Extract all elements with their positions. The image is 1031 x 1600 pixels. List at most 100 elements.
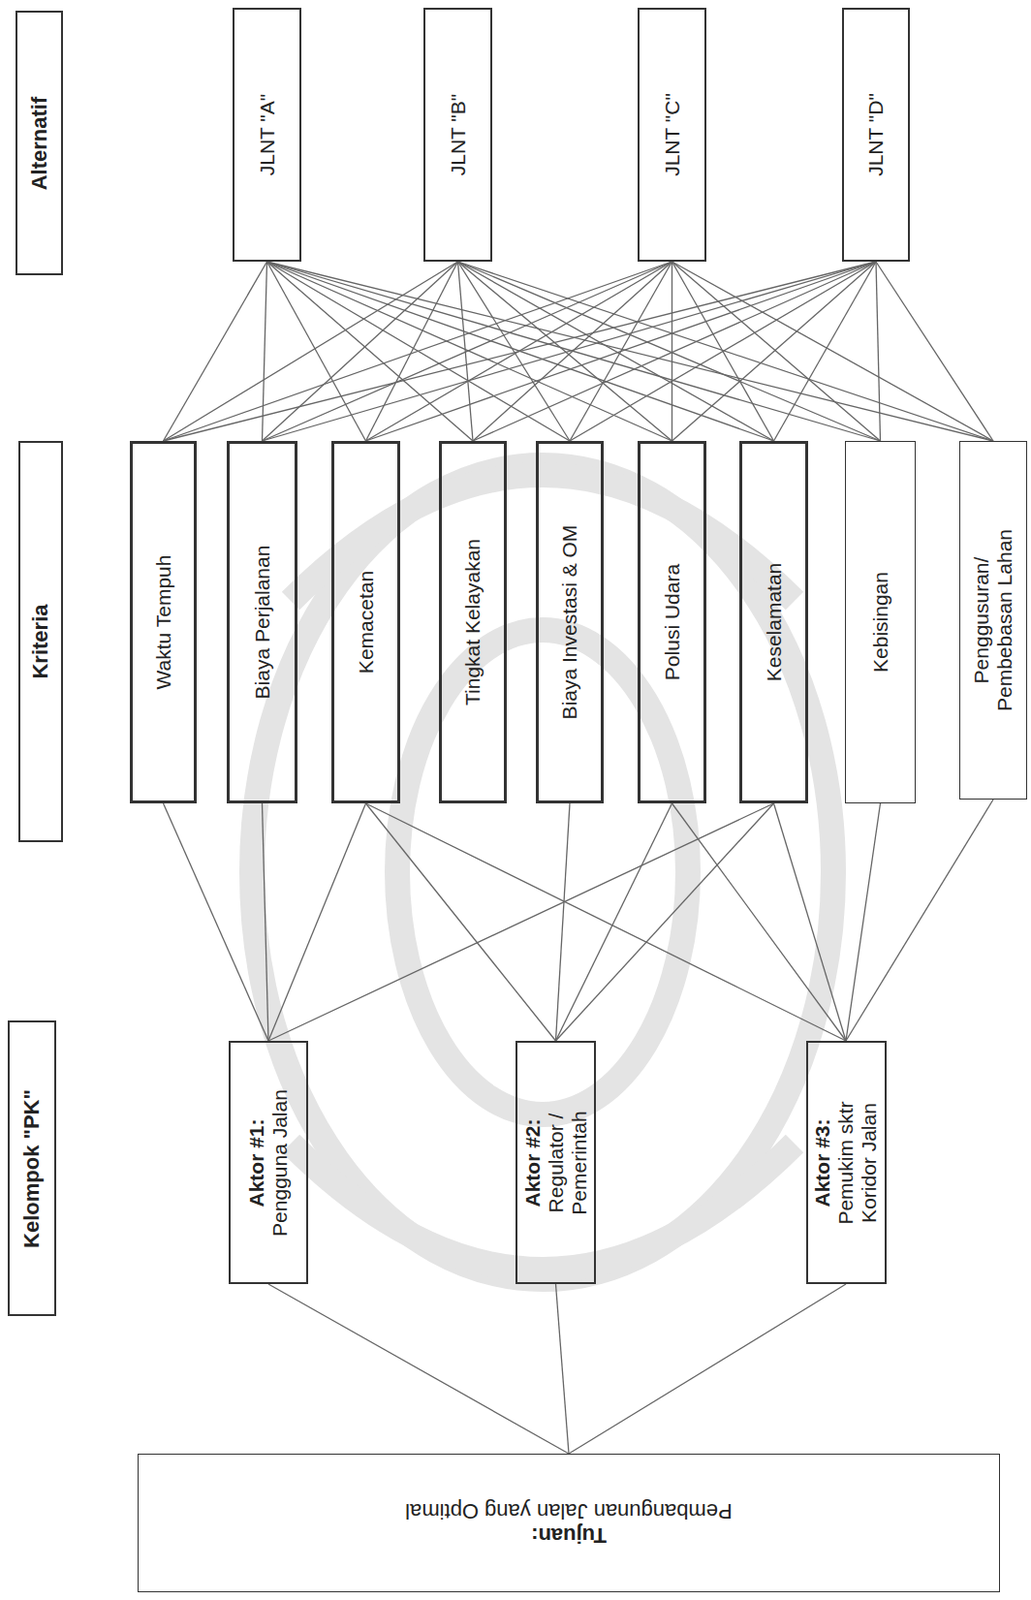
connector-line xyxy=(672,261,881,441)
alternative-box: JLNT "B" xyxy=(423,7,493,262)
node-body: Regulator / Pemerintah xyxy=(543,1090,591,1236)
connector-line xyxy=(163,803,270,1041)
connector-line xyxy=(556,803,775,1041)
text-wrap: Polusi Udara xyxy=(659,452,684,792)
node-title: Tingkat Kelayakan xyxy=(461,452,485,792)
connector-line xyxy=(774,803,847,1041)
node-title: Kelompok "PK" xyxy=(19,1032,44,1305)
text-wrap: Biaya Perjalanan xyxy=(249,452,274,792)
connector-line xyxy=(569,261,673,441)
node-title: JLNT "A" xyxy=(254,18,279,251)
text-wrap: Kemacetan xyxy=(353,452,377,792)
connector-line xyxy=(672,803,847,1041)
text-wrap: Kebisingan xyxy=(868,452,892,792)
connector-line xyxy=(267,261,673,441)
criterion-box: Biaya Perjalanan xyxy=(226,440,298,804)
text-wrap: Biaya Investasi & OM xyxy=(558,452,582,792)
connector-line xyxy=(671,261,673,441)
actor-box: Aktor #2:Regulator / Pemerintah xyxy=(515,1040,596,1284)
connector-line xyxy=(672,261,775,441)
node-title: Aktor #2: xyxy=(520,1090,544,1236)
criterion-box: Kebisingan xyxy=(844,440,916,804)
text-wrap: Tujuan:Pembangunan Jalan yang Optimal xyxy=(181,1498,957,1548)
connector-line xyxy=(556,1283,570,1454)
node-title: Kebisingan xyxy=(868,452,892,792)
text-wrap: Tingkat Kelayakan xyxy=(461,452,485,792)
connector-line xyxy=(163,261,268,441)
text-wrap: Aktor #2:Regulator / Pemerintah xyxy=(520,1090,591,1236)
actor-box: Aktor #1:Pengguna Jalan xyxy=(228,1040,309,1284)
connector-line xyxy=(366,803,557,1041)
criterion-box: Polusi Udara xyxy=(637,440,707,804)
connector-line xyxy=(458,261,673,441)
node-title: Alternatif xyxy=(27,22,52,265)
connector-line xyxy=(556,803,571,1041)
node-title: Waktu Tempuh xyxy=(151,452,175,792)
text-wrap: Kriteria xyxy=(28,457,53,826)
connector-line xyxy=(267,261,571,441)
criterion-box: Keselamatan xyxy=(739,440,809,804)
criterion-box: Biaya Investasi & OM xyxy=(535,440,604,804)
connector-line xyxy=(262,261,673,441)
connector-line xyxy=(267,261,474,441)
node-title: JLNT "D" xyxy=(864,18,888,251)
alternative-box: JLNT "C" xyxy=(637,7,707,262)
node-body: Pemukim sktr Koridor Jalan xyxy=(834,1080,881,1246)
connector-line xyxy=(458,261,995,441)
connector-line xyxy=(267,261,367,441)
connector-line xyxy=(262,261,877,441)
connector-line xyxy=(845,799,994,1041)
watermark-logo xyxy=(251,465,834,1280)
node-title: Tujuan: xyxy=(181,1523,957,1548)
goal-box: Tujuan:Pembangunan Jalan yang Optimal xyxy=(137,1453,1000,1593)
connector-line xyxy=(262,803,270,1041)
criterion-box: Tingkat Kelayakan xyxy=(438,440,507,804)
connector-line xyxy=(568,1283,846,1454)
text-wrap: Keselamatan xyxy=(761,452,785,792)
connector-line xyxy=(267,261,995,441)
connector-line xyxy=(267,261,881,441)
node-title: Kriteria xyxy=(28,457,53,826)
alternative-box: JLNT "A" xyxy=(232,7,302,262)
header-box: Kelompok "PK" xyxy=(7,1020,57,1316)
text-wrap: JLNT "A" xyxy=(254,18,279,251)
node-title: JLNT "C" xyxy=(659,18,684,251)
connector-line xyxy=(672,261,995,441)
connector-line xyxy=(262,261,268,441)
connector-line xyxy=(875,261,994,441)
node-title: Aktor #1: xyxy=(245,1056,269,1270)
node-title: Penggusuran/ Pembebasan Lahan xyxy=(969,508,1017,732)
text-wrap: Aktor #3:Pemukim sktr Koridor Jalan xyxy=(811,1080,881,1246)
text-wrap: Alternatif xyxy=(27,22,52,265)
connector-line xyxy=(845,803,881,1041)
connector-line xyxy=(163,261,673,441)
connector-line xyxy=(268,1283,569,1454)
criterion-box: Waktu Tempuh xyxy=(129,440,197,804)
node-title: Aktor #3: xyxy=(811,1080,835,1246)
header-box: Alternatif xyxy=(15,10,63,276)
criterion-box: Kemacetan xyxy=(331,440,401,804)
connector-line xyxy=(268,803,367,1041)
criterion-box: Penggusuran/ Pembebasan Lahan xyxy=(959,440,1028,800)
node-title: Biaya Perjalanan xyxy=(249,452,274,792)
text-wrap: JLNT "C" xyxy=(659,18,684,251)
alternative-box: JLNT "D" xyxy=(842,7,910,262)
connector-line xyxy=(875,261,881,441)
connector-line xyxy=(163,261,459,441)
connector-line xyxy=(556,803,673,1041)
node-body: Pengguna Jalan xyxy=(268,1056,292,1270)
header-box: Kriteria xyxy=(18,440,63,843)
text-wrap: JLNT "D" xyxy=(864,18,888,251)
node-title: JLNT "B" xyxy=(445,18,469,251)
connector-line xyxy=(366,803,847,1041)
node-title: Kemacetan xyxy=(353,452,377,792)
text-wrap: Penggusuran/ Pembebasan Lahan xyxy=(969,508,1017,732)
node-title: Keselamatan xyxy=(761,452,785,792)
node-body: Pembangunan Jalan yang Optimal xyxy=(181,1498,957,1523)
node-title: Biaya Investasi & OM xyxy=(558,452,582,792)
text-wrap: Waktu Tempuh xyxy=(151,452,175,792)
connector-line xyxy=(458,261,571,441)
